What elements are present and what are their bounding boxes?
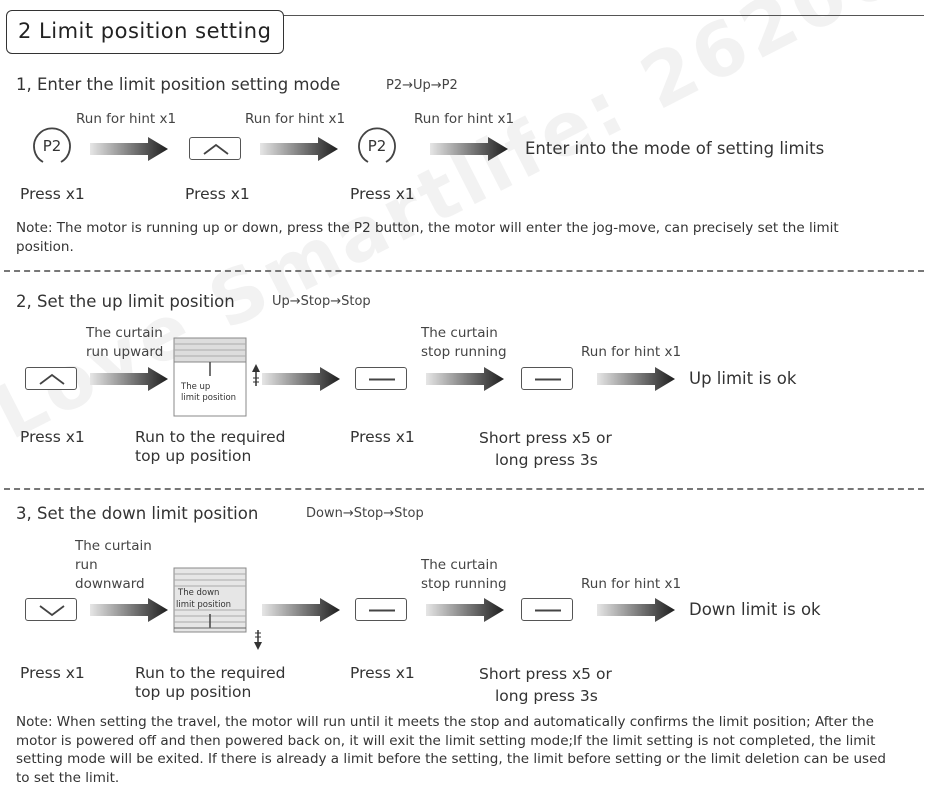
run-hint: Run for hint x1 xyxy=(581,576,682,592)
section-divider xyxy=(4,488,924,490)
p2-button-icon: P2 xyxy=(30,122,80,168)
curtain-hint: run upward xyxy=(86,344,164,360)
down-button xyxy=(25,598,77,621)
long-press-label: long press 3s xyxy=(495,451,598,469)
arrow-right-icon xyxy=(597,367,675,391)
section1-hint-3: Run for hint x1 xyxy=(414,111,515,127)
title-rule xyxy=(284,15,924,16)
stop-icon xyxy=(369,609,395,612)
curtain-down-icon xyxy=(173,567,262,650)
section-divider xyxy=(4,270,924,272)
stop-icon xyxy=(369,378,395,381)
chevron-up-icon xyxy=(39,373,65,385)
arrow-right-icon xyxy=(90,367,168,391)
up-button xyxy=(189,137,241,160)
section3-sequence: Down→Stop→Stop xyxy=(306,506,424,521)
stop-icon xyxy=(535,378,561,381)
run-hint: Run for hint x1 xyxy=(581,344,682,360)
arrow-right-icon xyxy=(90,598,168,622)
arrow-right-icon xyxy=(597,598,675,622)
short-press-label: Short press x5 or xyxy=(479,665,612,683)
curtain-hint: run xyxy=(75,557,98,573)
curtain-label: The down xyxy=(178,588,220,598)
short-press-label: Short press x5 or xyxy=(479,429,612,447)
press-label: Press x1 xyxy=(20,664,85,682)
curtain-label: limit position xyxy=(181,393,237,403)
press-label: Press x1 xyxy=(20,185,85,203)
p2-label: P2 xyxy=(368,137,387,155)
curtain-label: limit position xyxy=(176,600,232,610)
section1-sequence: P2→Up→P2 xyxy=(386,78,458,93)
curtain-hint: The curtain xyxy=(86,325,163,341)
arrow-right-icon xyxy=(262,598,340,622)
chevron-down-icon xyxy=(39,605,65,617)
curtain-label: The up xyxy=(181,382,211,392)
section1-hint-2: Run for hint x1 xyxy=(245,111,346,127)
section1-heading: 1, Enter the limit position setting mode xyxy=(16,75,341,94)
p2-label: P2 xyxy=(43,137,62,155)
stop-hint: stop running xyxy=(421,576,507,592)
curtain-hint: downward xyxy=(75,576,145,592)
stop-icon xyxy=(535,609,561,612)
section2-result: Up limit is ok xyxy=(689,369,797,388)
section3-heading: 3, Set the down limit position xyxy=(16,504,259,523)
arrow-right-icon xyxy=(426,598,504,622)
press-label: Press x1 xyxy=(350,428,415,446)
stop-button xyxy=(355,598,407,621)
stop-hint: The curtain xyxy=(421,325,498,341)
run-to-label: Run to the required xyxy=(135,428,286,446)
section1-result: Enter into the mode of setting limits xyxy=(525,139,825,158)
stop-button xyxy=(521,367,573,390)
curtain-up-icon xyxy=(173,337,260,417)
chevron-up-icon xyxy=(203,143,229,155)
stop-button xyxy=(355,367,407,390)
arrow-right-icon xyxy=(430,137,508,161)
final-note: Note: When setting the travel, the motor… xyxy=(16,714,886,786)
press-label: Press x1 xyxy=(350,185,415,203)
stop-hint: The curtain xyxy=(421,557,498,573)
section3-result: Down limit is ok xyxy=(689,600,821,619)
up-button xyxy=(25,367,77,390)
section-title-box xyxy=(6,10,284,54)
long-press-label: long press 3s xyxy=(495,687,598,705)
arrow-right-icon xyxy=(426,367,504,391)
stop-button xyxy=(521,598,573,621)
page-title: 2 Limit position setting xyxy=(18,19,272,43)
run-to-label: top up position xyxy=(135,447,252,465)
arrow-right-icon xyxy=(262,367,340,391)
section2-heading: 2, Set the up limit position xyxy=(16,292,235,311)
p2-button-icon: P2 xyxy=(355,122,405,168)
arrow-right-icon xyxy=(260,137,338,161)
curtain-hint: The curtain xyxy=(75,538,152,554)
press-label: Press x1 xyxy=(185,185,250,203)
section1-note: Note: The motor is running up or down, p… xyxy=(16,220,839,255)
press-label: Press x1 xyxy=(20,428,85,446)
run-to-label: Run to the required xyxy=(135,664,286,682)
section1-hint-1: Run for hint x1 xyxy=(76,111,177,127)
section2-sequence: Up→Stop→Stop xyxy=(272,294,371,309)
run-to-label: top up position xyxy=(135,683,252,701)
press-label: Press x1 xyxy=(350,664,415,682)
stop-hint: stop running xyxy=(421,344,507,360)
arrow-right-icon xyxy=(90,137,168,161)
